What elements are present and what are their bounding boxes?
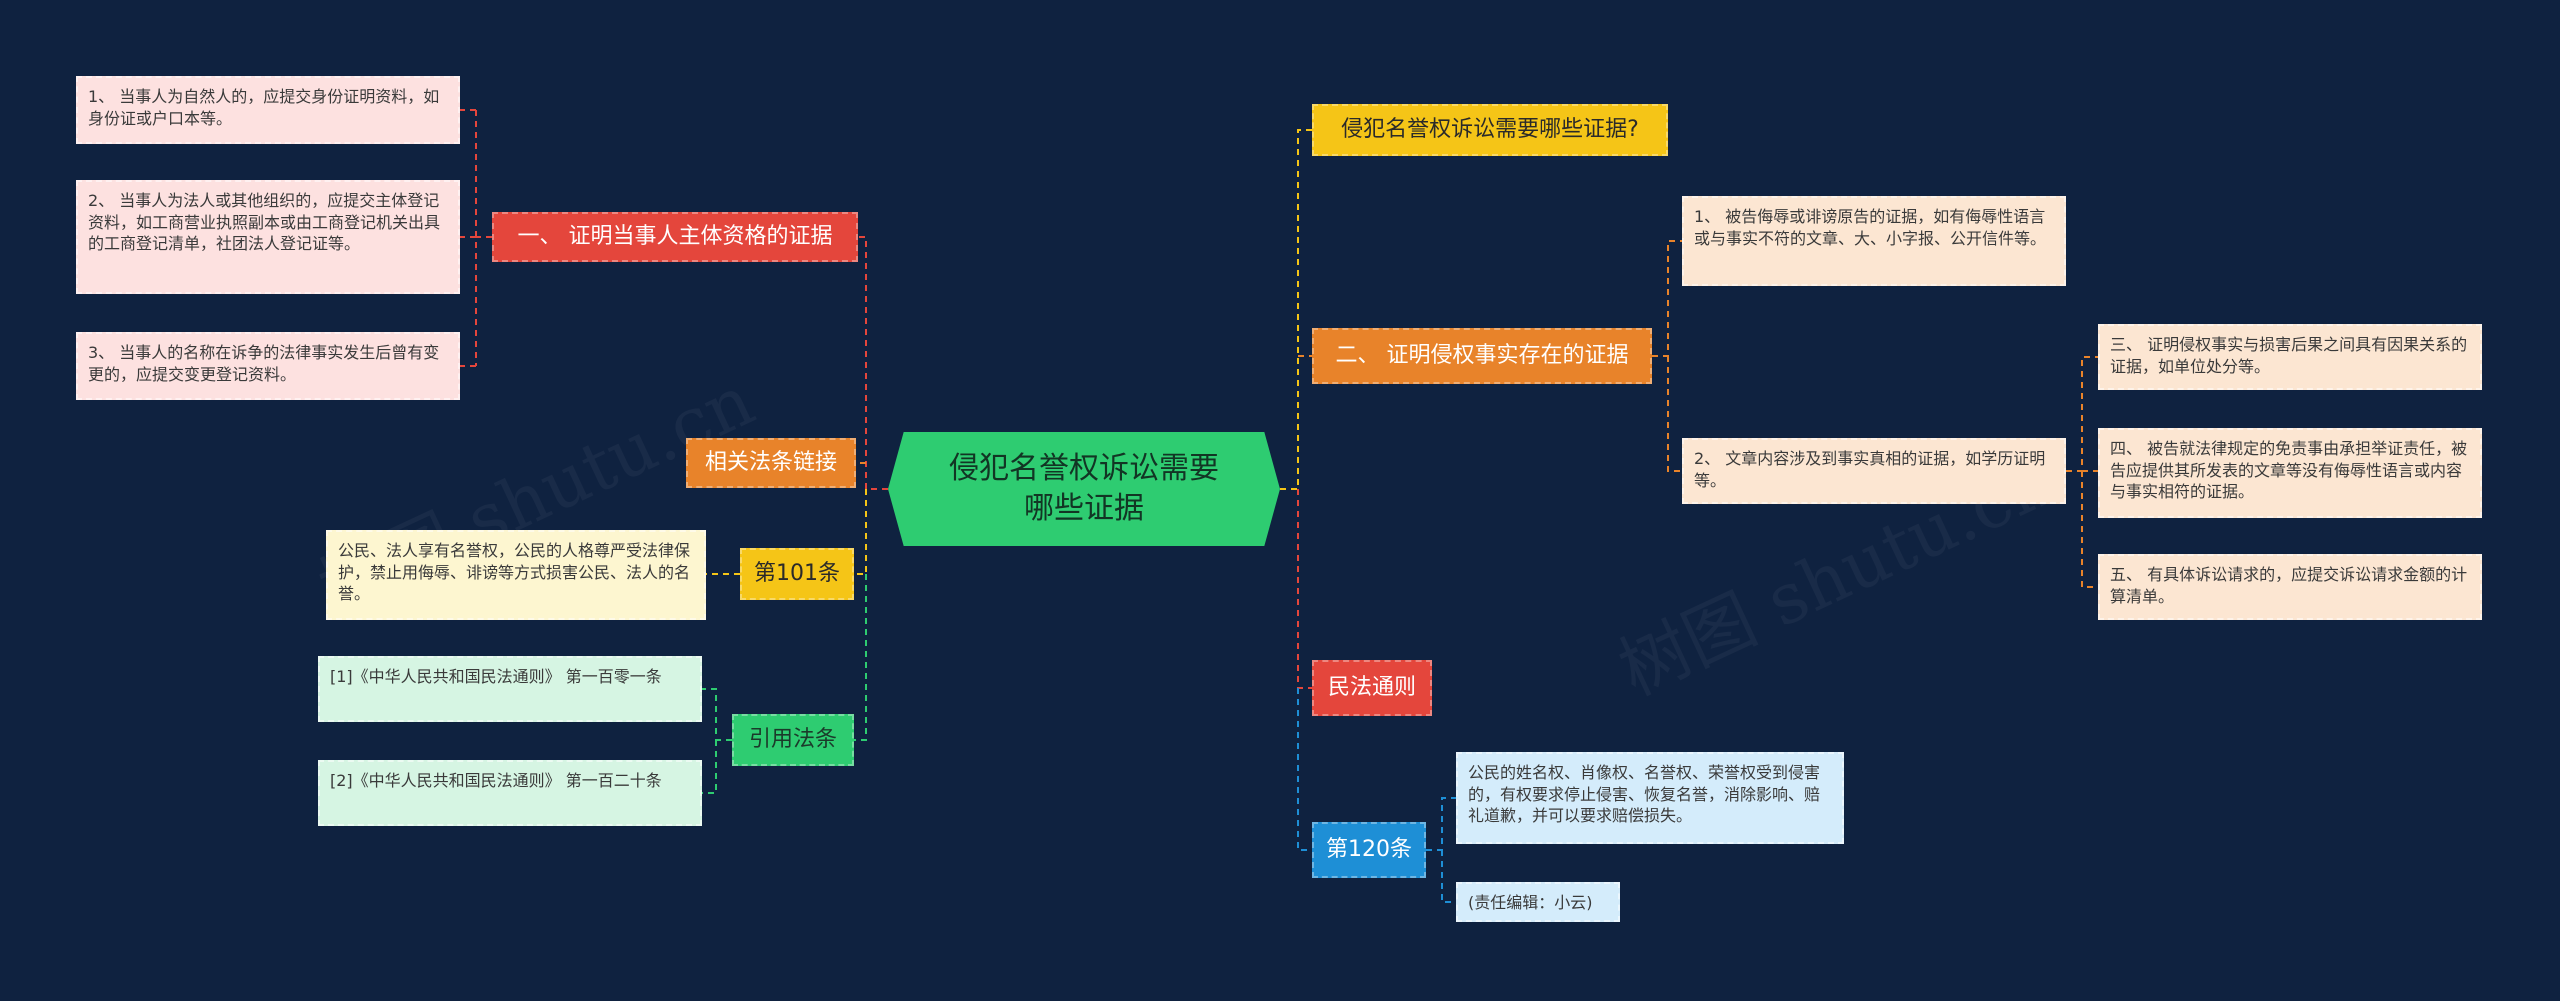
citation-item-1: [1]《中华人民共和国民法通则》 第一百零一条 — [318, 656, 702, 722]
branch-article-120[interactable]: 第120条 — [1312, 822, 1426, 878]
infringement-item-2: 2、 文章内容涉及到事实真相的证据，如学历证明等。 — [1682, 438, 2066, 504]
link-article-120-text — [1426, 797, 1456, 851]
branch-related-law[interactable]: 相关法条链接 — [686, 438, 856, 488]
link-sub-3 — [2066, 356, 2098, 472]
link-root-question — [1280, 129, 1312, 490]
link-root-citations — [854, 574, 867, 741]
root-topic[interactable]: 侵犯名誉权诉讼需要哪些证据 — [888, 432, 1280, 546]
branch-infringement-facts[interactable]: 二、 证明侵权事实存在的证据 — [1312, 328, 1652, 384]
branch-citations[interactable]: 引用法条 — [732, 714, 854, 766]
branch-question[interactable]: 侵犯名誉权诉讼需要哪些证据? — [1312, 104, 1668, 156]
subject-item-2: 2、 当事人为法人或其他组织的，应提交主体登记资料，如工商营业执照副本或由工商登… — [76, 180, 460, 294]
link-sub-5 — [2081, 471, 2098, 588]
link-root-article-120 — [1297, 688, 1312, 851]
branch-subject-qualification[interactable]: 一、 证明当事人主体资格的证据 — [492, 212, 858, 262]
article-101-text: 公民、法人享有名誉权，公民的人格尊严受法律保护，禁止用侮辱、诽谤等方式损害公民、… — [326, 530, 706, 620]
infringement-sub-item-3: 三、 证明侵权事实与损害后果之间具有因果关系的证据，如单位处分等。 — [2098, 324, 2482, 390]
link-citation-2 — [702, 740, 717, 794]
link-root-subject — [858, 236, 888, 490]
article-120-text: 公民的姓名权、肖像权、名誉权、荣誉权受到侵害的，有权要求停止侵害、恢复名誉，消除… — [1456, 752, 1844, 844]
link-root-civil-law — [1297, 489, 1312, 689]
subject-item-3: 3、 当事人的名称在诉争的法律事实发生后曾有变更的，应提交变更登记资料。 — [76, 332, 460, 400]
link-citation-1 — [702, 688, 732, 741]
citation-item-2: [2]《中华人民共和国民法通则》 第一百二十条 — [318, 760, 702, 826]
subject-item-1: 1、 当事人为自然人的，应提交身份证明资料，如身份证或户口本等。 — [76, 76, 460, 144]
editor-note: (责任编辑：小云) — [1456, 882, 1620, 922]
infringement-item-1: 1、 被告侮辱或诽谤原告的证据，如有侮辱性语言或与事实不符的文章、大、小字报、公… — [1682, 196, 2066, 286]
infringement-sub-item-5: 五、 有具体诉讼请求的，应提交诉讼请求金额的计算清单。 — [2098, 554, 2482, 620]
link-editor-note — [1441, 850, 1456, 903]
link-infringement-2 — [1667, 356, 1682, 472]
branch-article-101[interactable]: 第101条 — [740, 548, 854, 600]
link-infringement-1 — [1652, 240, 1682, 357]
link-root-article-101 — [854, 489, 867, 575]
infringement-sub-item-4: 四、 被告就法律规定的免责事由承担举证责任，被告应提供其所发表的文章等没有侮辱性… — [2098, 428, 2482, 518]
branch-civil-law[interactable]: 民法通则 — [1312, 660, 1432, 716]
